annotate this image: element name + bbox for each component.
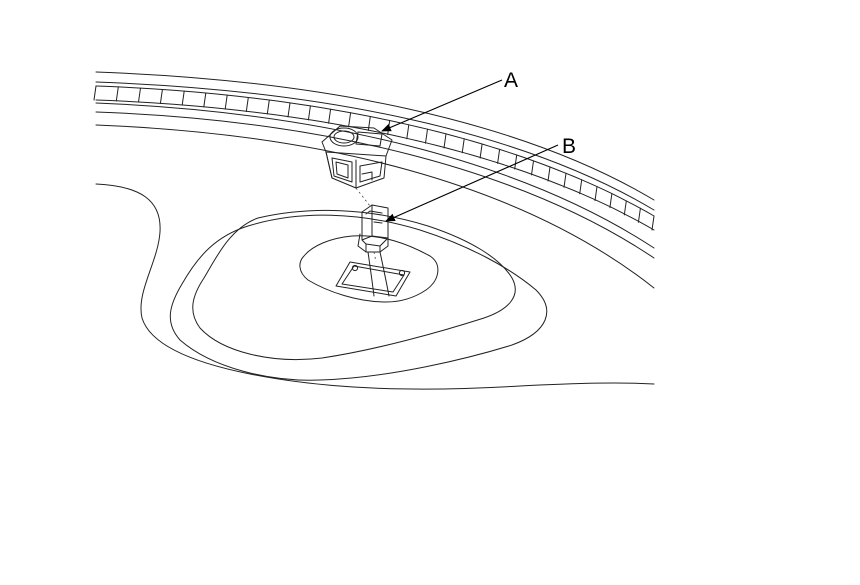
weatherstrip-segment [514, 154, 518, 170]
weatherstrip-segment [531, 160, 534, 176]
weatherstrip-top-edge [95, 85, 655, 217]
weatherstrip-segment [287, 102, 291, 118]
weatherstrip-segment [348, 112, 352, 128]
headliner-body-outline [95, 183, 655, 390]
weatherstrip-segment [479, 143, 483, 159]
screw-hole-right [398, 269, 406, 277]
recess-panel-inner [192, 209, 516, 361]
weatherstrip-segment [609, 193, 613, 209]
callout-b-label: B [562, 135, 577, 158]
weatherstrip-segment [443, 133, 447, 149]
weatherstrip-segment [159, 89, 163, 104]
weatherstrip-segment [594, 186, 598, 202]
connector-clip [357, 204, 389, 253]
weatherstrip-segment [497, 148, 501, 164]
weatherstrip-segment [245, 97, 249, 112]
weatherstrip-segment [547, 166, 551, 182]
weatherstrip-segment [138, 87, 141, 103]
weatherstrip-segment [203, 92, 207, 108]
weatherstrip-segment [181, 90, 185, 106]
callout-b-leader [385, 144, 559, 222]
weatherstrip-segment [224, 94, 228, 110]
mounting-pocket-slot [335, 261, 411, 297]
weatherstrip-segment [461, 138, 465, 154]
weatherstrip-segment [115, 86, 119, 102]
weatherstrip-segment [637, 207, 641, 223]
weatherstrip-segment [367, 116, 371, 131]
weatherstrip-segment [406, 124, 410, 140]
weatherstrip-bottom-edge [95, 99, 655, 231]
weatherstrip-segment [425, 128, 428, 144]
mounting-pocket-slot-inner [341, 265, 405, 293]
weatherstrip-segment [266, 99, 270, 115]
recess-panel-outer [169, 214, 548, 381]
weatherstrip-segment [93, 85, 97, 101]
weatherstrip-segment [563, 172, 567, 188]
weatherstrip-segment [328, 108, 332, 124]
weatherstrip-segments [93, 85, 655, 231]
alignment-lines [355, 187, 377, 263]
weatherstrip-segment [307, 105, 311, 121]
light-housing [321, 125, 393, 189]
weatherstrip-segment [651, 215, 655, 231]
roof-panel-edge [95, 71, 655, 289]
wire-harness [367, 251, 390, 297]
callout-a-leader [381, 79, 503, 132]
callout-a-label: A [504, 69, 519, 92]
weatherstrip-segment [623, 200, 627, 216]
weatherstrip-segment [579, 179, 583, 195]
screw-hole-left [351, 264, 359, 272]
mounting-pocket-outer [299, 235, 439, 303]
